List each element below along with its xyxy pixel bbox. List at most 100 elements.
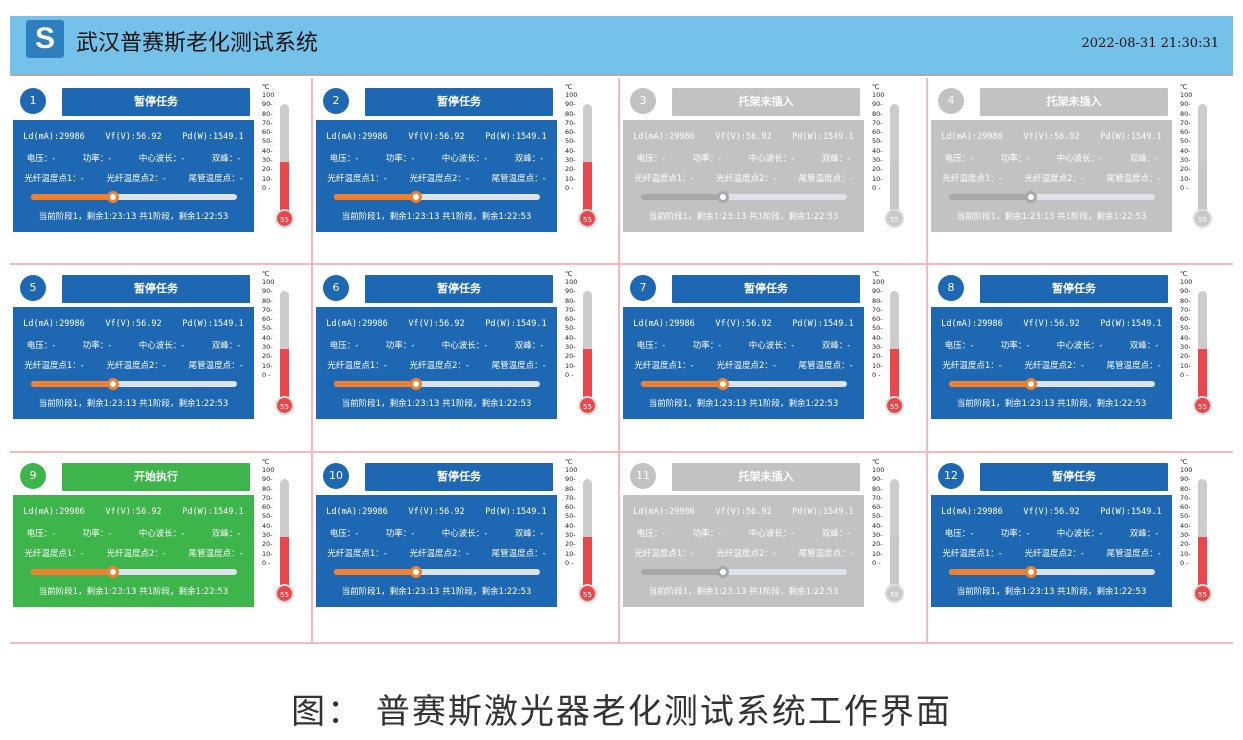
tail-temp: 尾管温度点：-	[491, 549, 546, 559]
progress-slider[interactable]	[31, 566, 237, 578]
progress-slider[interactable]	[31, 191, 237, 203]
progress-slider[interactable]	[641, 191, 847, 203]
progress-slider[interactable]	[949, 566, 1155, 578]
scale-tick: 80-	[1180, 296, 1191, 305]
task-button[interactable]: 托架未插入	[672, 88, 860, 116]
fiber-temp-1: 光纤温度点1：-	[634, 549, 694, 559]
scale-tick: 80-	[565, 296, 576, 305]
scale-tick: 80-	[565, 484, 576, 493]
scale-tick: 50-	[262, 137, 273, 146]
task-button[interactable]: 托架未插入	[672, 463, 860, 491]
task-button[interactable]: 暂停任务	[365, 463, 553, 491]
progress-knob[interactable]	[410, 191, 423, 203]
temperature-value: 55	[885, 584, 904, 603]
scale-tick: 100	[1180, 466, 1193, 474]
progress-knob[interactable]	[107, 191, 120, 203]
progress-slider[interactable]	[334, 191, 540, 203]
task-button[interactable]: 开始执行	[62, 463, 250, 491]
unit-label: ℃	[565, 270, 573, 278]
task-button[interactable]: 暂停任务	[980, 463, 1168, 491]
task-button[interactable]: 暂停任务	[62, 88, 250, 116]
station-number: 7	[630, 275, 656, 301]
progress-knob[interactable]	[1025, 566, 1038, 578]
scale-tick: 50-	[262, 324, 273, 333]
progress-slider[interactable]	[31, 378, 237, 390]
task-button[interactable]: 托架未插入	[980, 88, 1168, 116]
progress-knob[interactable]	[1025, 378, 1038, 390]
thermometer-tube	[890, 479, 899, 594]
progress-knob[interactable]	[107, 566, 120, 578]
task-button[interactable]: 暂停任务	[980, 275, 1168, 303]
unit-label: ℃	[565, 458, 573, 466]
task-button[interactable]: 暂停任务	[62, 275, 250, 303]
progress-slider[interactable]	[949, 191, 1155, 203]
scale-tick: 70-	[1180, 493, 1191, 502]
fiber-temp-1: 光纤温度点1：-	[327, 174, 387, 184]
scale-tick: 0 -	[565, 183, 574, 192]
scale-tick: 80-	[262, 484, 273, 493]
ld-value: Ld(mA):29986	[633, 319, 695, 329]
progress-slider[interactable]	[641, 566, 847, 578]
progress-slider[interactable]	[641, 378, 847, 390]
scale-tick: 20-	[565, 540, 576, 549]
scale-tick: 20-	[872, 165, 883, 174]
vf-value: Vf(V):56.92	[1023, 319, 1080, 329]
scale-tick: 100	[1180, 278, 1193, 286]
fiber-temp-2: 光纤温度点2：-	[716, 549, 776, 559]
scale-tick: 50-	[262, 512, 273, 521]
peak-value: 双峰：-	[514, 154, 544, 164]
peak-value: 双峰：-	[821, 529, 851, 539]
scale-tick: 20-	[262, 165, 273, 174]
ld-value: Ld(mA):29986	[633, 132, 695, 142]
unit-label: ℃	[262, 458, 270, 466]
pd-value: Pd(W):1549.1	[792, 507, 854, 517]
ld-value: Ld(mA):29986	[23, 132, 85, 142]
scale-tick: 60-	[872, 503, 883, 512]
fiber-temp-1: 光纤温度点1：-	[24, 549, 84, 559]
fiber-temp-1: 光纤温度点1：-	[24, 361, 84, 371]
scale-tick: 50-	[872, 324, 883, 333]
progress-slider[interactable]	[334, 378, 540, 390]
progress-knob[interactable]	[717, 191, 730, 203]
power-value: 功率：-	[82, 529, 112, 539]
task-button[interactable]: 暂停任务	[672, 275, 860, 303]
scale-tick: 90-	[872, 475, 883, 484]
progress-knob[interactable]	[410, 566, 423, 578]
progress-knob[interactable]	[717, 566, 730, 578]
task-button[interactable]: 暂停任务	[365, 275, 553, 303]
ld-value: Ld(mA):29986	[23, 319, 85, 329]
scale-tick: 90-	[565, 475, 576, 484]
scale-tick: 40-	[262, 146, 273, 155]
scale-tick: 30-	[565, 156, 576, 165]
progress-fill	[641, 381, 724, 387]
progress-fill	[641, 194, 724, 200]
progress-slider[interactable]	[949, 378, 1155, 390]
progress-fill	[31, 569, 114, 575]
voltage-value: 电压：-	[944, 154, 974, 164]
fiber-temp-1: 光纤温度点1：-	[327, 549, 387, 559]
progress-knob[interactable]	[410, 378, 423, 390]
scale-tick: 80-	[1180, 484, 1191, 493]
vf-value: Vf(V):56.92	[408, 507, 465, 517]
mercury-level	[890, 348, 899, 406]
mercury-level	[280, 536, 289, 594]
progress-slider[interactable]	[334, 566, 540, 578]
progress-knob[interactable]	[107, 378, 120, 390]
progress-knob[interactable]	[717, 378, 730, 390]
scale-tick: 40-	[872, 146, 883, 155]
voltage-value: 电压：-	[329, 529, 359, 539]
power-value: 功率：-	[82, 154, 112, 164]
stage-info: 当前阶段1，剩余1:23:13 共1阶段，剩余1:22:53	[341, 212, 532, 222]
scale-tick: 0 -	[872, 370, 881, 379]
task-button[interactable]: 暂停任务	[365, 88, 553, 116]
scale-tick: 50-	[872, 137, 883, 146]
stage-info: 当前阶段1，剩余1:23:13 共1阶段，剩余1:22:53	[956, 212, 1147, 222]
progress-knob[interactable]	[1025, 191, 1038, 203]
